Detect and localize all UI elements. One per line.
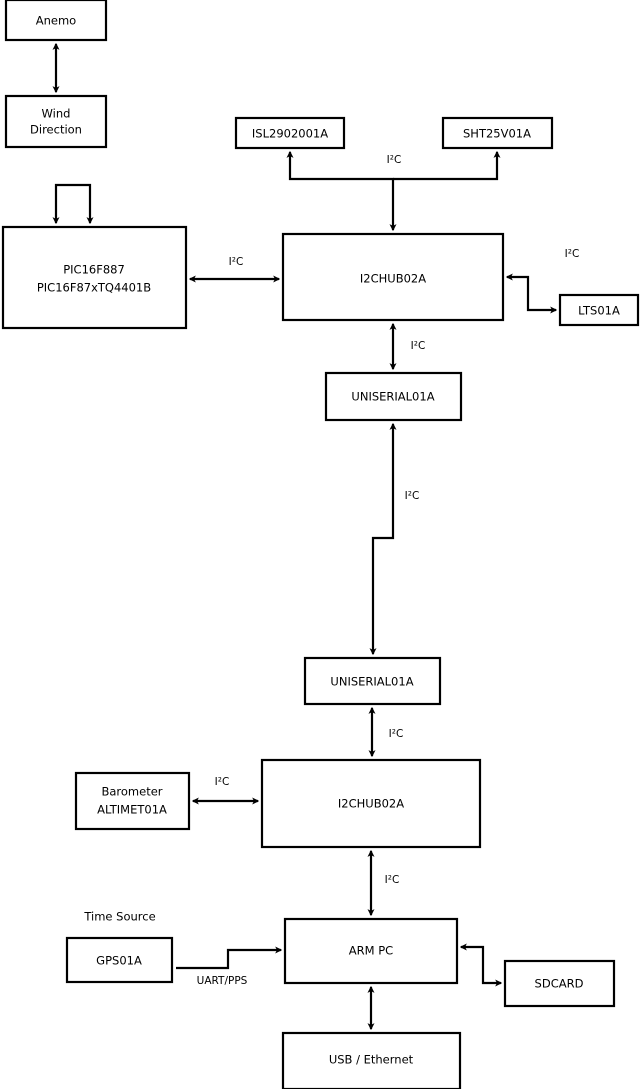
node-sdcard-label: SDCARD	[535, 977, 584, 991]
edge-label-i2c-sensors: I²C	[387, 154, 402, 166]
edge-label-i2c-hub-uniserial: I²C	[411, 340, 426, 352]
node-anemo-label: Anemo	[36, 14, 76, 28]
node-barometer-label-line2: ALTIMET01A	[97, 803, 167, 817]
node-uniserial01a-top[interactable]: UNISERIAL01A	[324, 371, 463, 422]
node-sht25v01a[interactable]: SHT25V01A	[441, 116, 554, 150]
edge-gps-armpc	[176, 946, 283, 970]
node-barometer[interactable]: Barometer ALTIMET01A	[74, 771, 191, 831]
node-isl2902001a-label: ISL2902001A	[252, 127, 328, 141]
edge-label-i2c-pic-hub: I²C	[229, 256, 244, 268]
node-arm-pc-label: ARM PC	[349, 944, 393, 958]
node-wind-direction[interactable]: Wind Direction	[4, 94, 108, 149]
node-i2chub02a-bottom[interactable]: I2CHUB02A	[260, 758, 482, 849]
node-pic-mcu-label-line1: PIC16F887	[63, 263, 125, 277]
node-sdcard[interactable]: SDCARD	[503, 959, 616, 1008]
edge-label-uart-pps: UART/PPS	[197, 975, 248, 987]
edge-uniserial-link	[369, 422, 397, 656]
node-anemo[interactable]: Anemo	[4, 0, 108, 42]
node-pic-mcu[interactable]: PIC16F887 PIC16F87xTQ4401B	[1, 225, 188, 330]
edge-label-i2c-hub-armpc: I²C	[385, 874, 400, 886]
edge-label-i2c-barometer: I²C	[215, 776, 230, 788]
edge-hubtop-lts	[505, 273, 558, 314]
edge-label-i2c-long-link: I²C	[405, 490, 420, 502]
node-sht25v01a-label: SHT25V01A	[463, 127, 531, 141]
edge-label-i2c-lts: I²C	[565, 248, 580, 260]
node-arm-pc[interactable]: ARM PC	[283, 917, 459, 985]
edge-pic-wind	[52, 183, 94, 225]
node-i2chub02a-top-label: I2CHUB02A	[360, 272, 426, 286]
node-pic-mcu-label-line2: PIC16F87xTQ4401B	[37, 281, 151, 295]
node-i2chub02a-top[interactable]: I2CHUB02A	[281, 232, 505, 322]
node-wind-direction-label-line2: Direction	[30, 123, 82, 137]
node-uniserial01a-bottom-label: UNISERIAL01A	[330, 675, 413, 689]
edge-label-i2c-uniserial-hub: I²C	[389, 728, 404, 740]
node-isl2902001a[interactable]: ISL2902001A	[234, 116, 346, 150]
label-time-source: Time Source	[83, 910, 155, 924]
edge-hubtop-sensors	[286, 150, 397, 232]
node-gps01a[interactable]: GPS01A	[65, 936, 174, 984]
node-uniserial01a-top-label: UNISERIAL01A	[351, 390, 434, 404]
node-lts01a[interactable]: LTS01A	[558, 293, 640, 327]
node-gps01a-label: GPS01A	[96, 954, 142, 968]
node-uniserial01a-bottom[interactable]: UNISERIAL01A	[303, 656, 442, 706]
node-barometer-label-line1: Barometer	[101, 785, 162, 799]
node-usb-ethernet[interactable]: USB / Ethernet	[281, 1031, 462, 1089]
node-i2chub02a-bottom-label: I2CHUB02A	[338, 797, 404, 811]
node-usb-ethernet-label: USB / Ethernet	[329, 1053, 414, 1067]
edge-hubtop-sht	[393, 150, 501, 181]
node-wind-direction-label-line1: Wind	[42, 107, 71, 121]
edge-armpc-sdcard	[459, 943, 503, 987]
node-lts01a-label: LTS01A	[578, 304, 620, 318]
